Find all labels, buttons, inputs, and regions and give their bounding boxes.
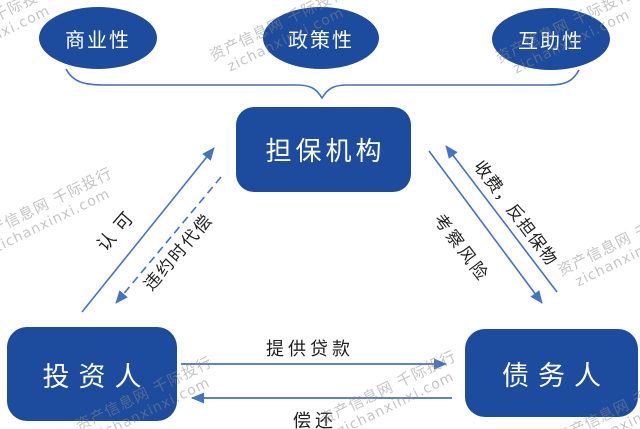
ellipse-commercial: 商业性	[39, 7, 157, 69]
default-compensation-arrow	[115, 176, 222, 304]
ellipse-policy: 政策性	[263, 7, 379, 69]
ellipse-mutual-aid: 互助性	[492, 8, 610, 70]
investor-node: 投资人	[7, 327, 177, 421]
brace-connector	[65, 68, 580, 100]
guarantor-node: 担保机构	[236, 107, 411, 192]
risk-inspection-arrow	[428, 150, 543, 304]
guarantor-label: 担保机构	[265, 137, 386, 167]
debtor-label: 债务人	[502, 360, 610, 392]
ellipse-mutual-aid-label: 互助性	[518, 28, 584, 53]
investor-label: 投资人	[42, 361, 151, 393]
debtor-node: 债务人	[465, 329, 638, 417]
fees-counter-collateral-arrow	[445, 145, 558, 293]
ellipse-policy-label: 政策性	[288, 27, 354, 52]
ellipse-commercial-label: 商业性	[65, 27, 131, 52]
recognition-arrow	[81, 147, 215, 313]
repay-label: 偿还	[293, 411, 337, 429]
provide-loan-label: 提供贷款	[266, 339, 354, 360]
